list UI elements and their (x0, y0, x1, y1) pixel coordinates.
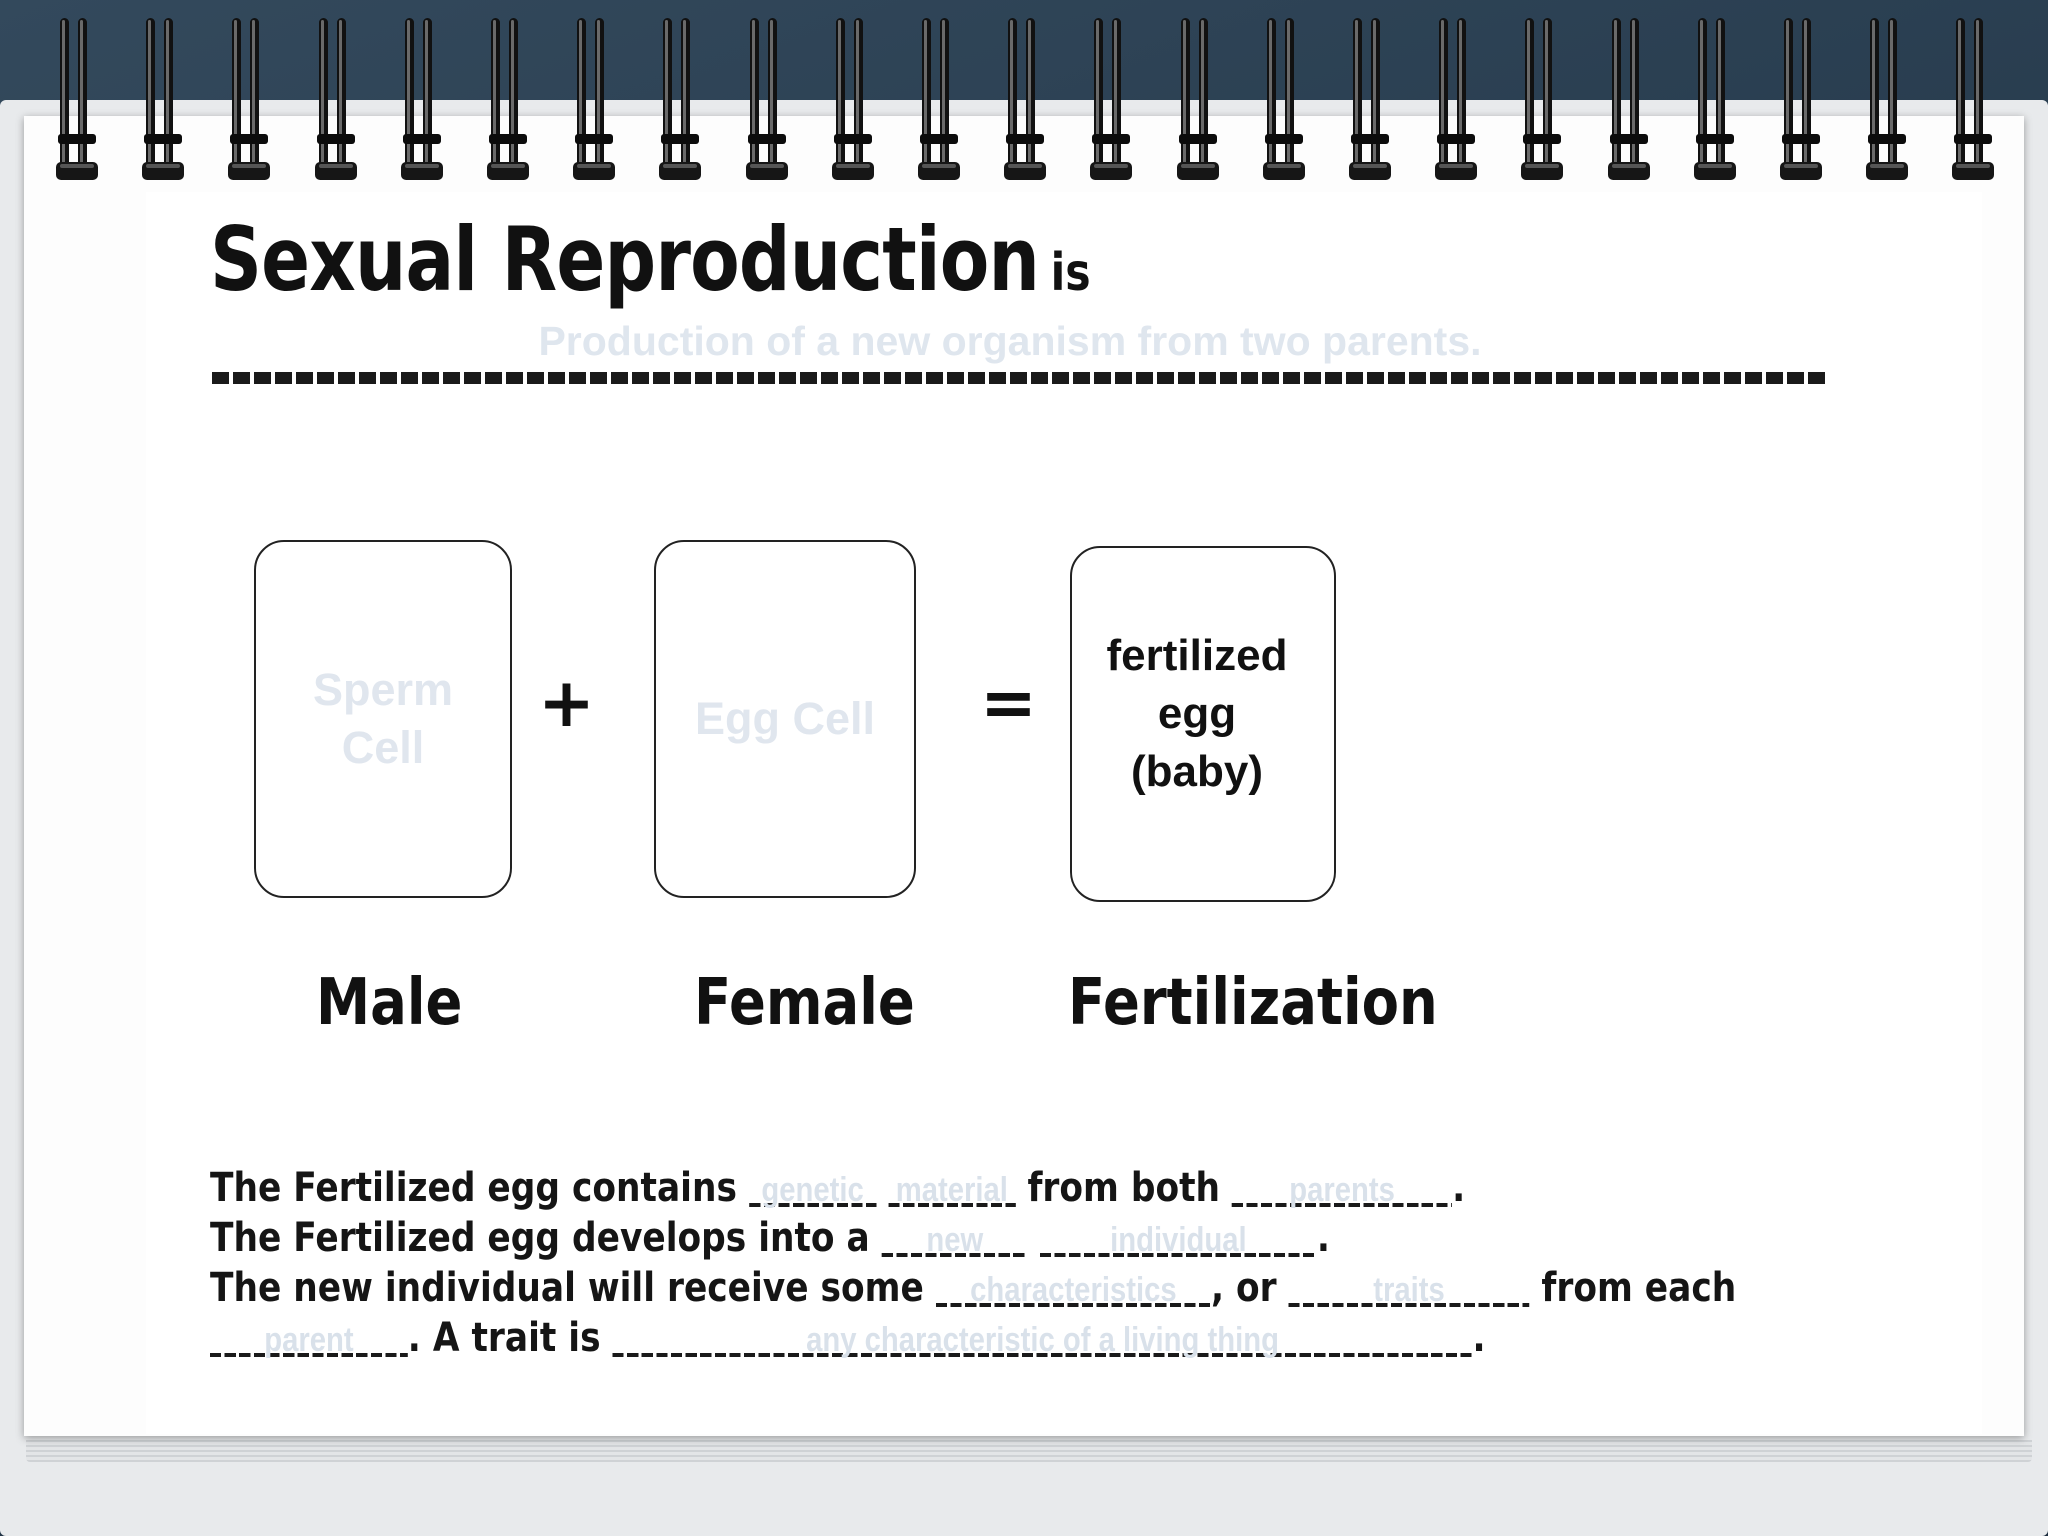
binding-ring (746, 16, 790, 182)
sentence-4-text-a: . A trait is (407, 1315, 601, 1361)
blank-material: material (888, 1163, 1016, 1213)
binding-ring (573, 16, 617, 182)
binding-ring (1349, 16, 1393, 182)
label-female: Female (694, 966, 915, 1040)
answer-material: material (895, 1171, 1008, 1209)
binding-ring (918, 16, 962, 182)
binding-ring (487, 16, 531, 182)
blank-genetic: genetic (748, 1163, 877, 1213)
definition-blank-line (212, 372, 1826, 384)
sentence-4-end: . (1472, 1315, 1486, 1361)
fert-line1: fertilized (1106, 631, 1288, 680)
egg-cell-text: Egg Cell (694, 693, 876, 744)
equals-sign: = (980, 664, 1037, 743)
binding-ring (659, 16, 703, 182)
sentence-3-text-b: , or (1210, 1265, 1277, 1311)
sentence-1-text-a: The Fertilized egg contains (210, 1165, 737, 1211)
blank-parent: parent (210, 1313, 408, 1363)
sentence-2: The Fertilized egg develops into a new i… (210, 1213, 1672, 1263)
binding-ring (832, 16, 876, 182)
binding-ring (56, 16, 100, 182)
blank-characteristics: characteristics (935, 1263, 1211, 1313)
binding-ring (1177, 16, 1221, 182)
answer-parent: parent (264, 1321, 354, 1359)
sentence-1: The Fertilized egg contains genetic mate… (210, 1163, 1672, 1213)
sentence-2-text-a: The Fertilized egg develops into a (210, 1215, 870, 1261)
binding-ring (315, 16, 359, 182)
page-stack (26, 1440, 2032, 1462)
label-fertilization: Fertilization (1068, 966, 1438, 1040)
sentence-2-end: . (1316, 1215, 1330, 1261)
answer-individual: individual (1110, 1221, 1247, 1259)
fertilized-egg-box: fertilized egg (baby) (1070, 546, 1336, 902)
sentence-4: parent . A trait is any characteristic of… (210, 1313, 1672, 1363)
label-male: Male (316, 966, 463, 1040)
definition-answer: Production of a new organism from two pa… (538, 318, 1482, 364)
binding-ring (1004, 16, 1048, 182)
fert-line2: egg (1157, 689, 1237, 738)
binding-ring (228, 16, 272, 182)
binding-ring (1780, 16, 1824, 182)
sperm-line2: Cell (341, 722, 425, 773)
title-main: Sexual Reproduction (210, 208, 1040, 311)
title-suffix: is (1050, 243, 1091, 303)
sentence-3-text-a: The new individual will receive some (210, 1265, 924, 1311)
blank-trait-definition: any characteristic of a living thing (612, 1313, 1473, 1363)
fert-line3: (baby) (1131, 747, 1263, 796)
fill-in-paragraph: The Fertilized egg contains genetic mate… (210, 1163, 1910, 1363)
answer-trait-definition: any characteristic of a living thing (806, 1321, 1279, 1359)
blank-parents: parents (1232, 1163, 1453, 1213)
blank-individual: individual (1039, 1213, 1317, 1263)
sentence-1-end: . (1452, 1165, 1466, 1211)
sentence-1-text-b: from both (1027, 1165, 1221, 1211)
spiral-binding (0, 0, 2048, 185)
answer-genetic: genetic (761, 1171, 864, 1209)
sentence-3: The new individual will receive some cha… (210, 1263, 1736, 1313)
binding-ring (1694, 16, 1738, 182)
sentence-3-text-c: from each (1541, 1265, 1737, 1311)
egg-cell-box: Egg Cell (654, 540, 916, 898)
binding-ring (1608, 16, 1652, 182)
answer-new: new (926, 1221, 984, 1259)
binding-ring (1263, 16, 1307, 182)
binding-ring (1521, 16, 1565, 182)
answer-characteristics: characteristics (970, 1271, 1177, 1309)
blank-new: new (881, 1213, 1028, 1263)
sperm-line1: Sperm (312, 664, 454, 715)
binding-ring (1866, 16, 1910, 182)
binding-ring (1435, 16, 1479, 182)
answer-parents: parents (1289, 1171, 1395, 1209)
binding-ring (1090, 16, 1134, 182)
binding-ring (142, 16, 186, 182)
plus-sign: + (538, 664, 595, 743)
binding-ring (401, 16, 445, 182)
binding-ring (1952, 16, 1996, 182)
answer-traits: traits (1373, 1271, 1445, 1309)
blank-traits: traits (1288, 1263, 1530, 1313)
sperm-cell-box: Sperm Cell (254, 540, 512, 898)
